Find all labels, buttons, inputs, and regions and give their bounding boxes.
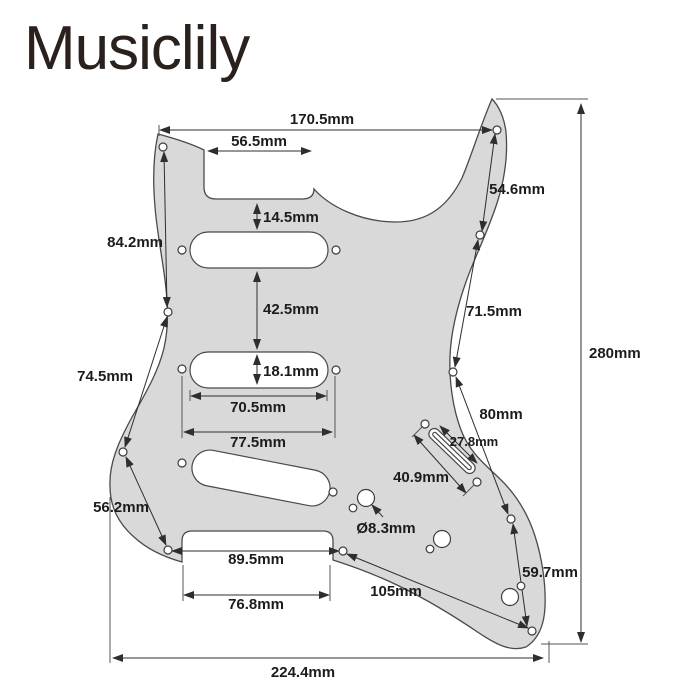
dim-label-pickup-gap: 42.5mm — [263, 301, 319, 318]
dim-label-overall-width: 224.4mm — [271, 664, 335, 681]
screw-holes — [118, 125, 537, 636]
dim-label-upper-right: 54.6mm — [489, 181, 545, 198]
dim-label-pickup-width: 70.5mm — [230, 399, 286, 416]
control-holes — [348, 419, 526, 607]
switch-screw-hole — [472, 477, 482, 487]
dim-label-overall-height: 280mm — [589, 345, 641, 362]
dim-label-neck-gap: 14.5mm — [263, 209, 319, 226]
dim-label-bottom-diag: 105mm — [370, 583, 422, 600]
dim-label-lower-tip: 59.7mm — [522, 564, 578, 581]
neck-pickup-cutout — [189, 231, 329, 269]
dim-label-pot-diameter: Ø8.3mm — [356, 520, 415, 537]
dim-label-slot-length: 27.8mm — [450, 434, 498, 449]
tone-pot-hole-2 — [500, 587, 520, 607]
dim-label-right-span: 71.5mm — [466, 303, 522, 320]
dimension-labels: 170.5mm 56.5mm 14.5mm 84.2mm 42.5mm 18.1… — [77, 111, 641, 681]
dim-label-bridge-top: 89.5mm — [228, 551, 284, 568]
dim-label-lower-right: 80mm — [479, 406, 522, 423]
dim-label-pickup-height: 18.1mm — [263, 363, 319, 380]
volume-pot-hole — [356, 488, 376, 508]
dim-label-upper-left: 84.2mm — [107, 234, 163, 251]
dim-label-switch-span: 40.9mm — [393, 469, 449, 486]
dim-label-bridge-width: 76.8mm — [228, 596, 284, 613]
dim-label-lower-left: 56.2mm — [93, 499, 149, 516]
dim-label-notch-width: 56.5mm — [231, 133, 287, 150]
dim-label-mid-left: 74.5mm — [77, 368, 133, 385]
brand-logo: Musiclily — [24, 14, 250, 83]
dimension-lines — [112, 103, 585, 662]
tone-pot-hole-1 — [432, 529, 452, 549]
dim-label-top-width: 170.5mm — [290, 111, 354, 128]
dim-label-screw-span: 77.5mm — [230, 434, 286, 451]
switch-screw-hole — [420, 419, 430, 429]
